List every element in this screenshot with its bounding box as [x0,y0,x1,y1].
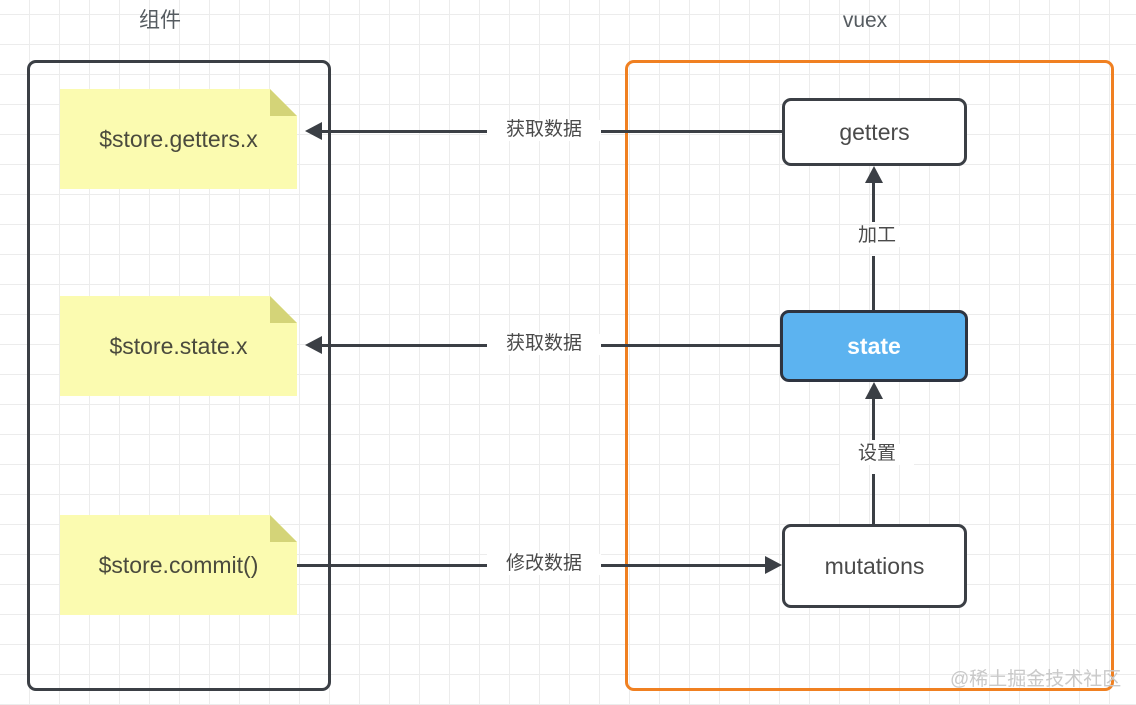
caption-vuex: vuex [842,9,888,32]
vuex-container [625,60,1114,691]
note-fold-corner-icon [270,89,297,116]
edge-process-line-upper [872,183,875,222]
edge-set-line-upper [872,399,875,440]
note-body: $store.state.x [60,296,297,396]
edge-label-process: 加工 [840,225,914,247]
note-body: $store.getters.x [60,89,297,189]
edge-label-set: 设置 [840,443,914,465]
edge-label-state: 获取数据 [487,333,601,355]
edge-state-arrowhead-icon [305,336,322,354]
edge-process-line-lower [872,256,875,310]
edge-getters-arrowhead-icon [305,122,322,140]
node-label: mutations [824,552,925,579]
edge-label-getters: 获取数据 [487,119,601,141]
node-mutations[interactable]: mutations [782,524,967,608]
node-getters[interactable]: getters [782,98,967,166]
edge-commit-arrowhead-icon [765,556,782,574]
components-container [27,60,331,691]
note-store-getters[interactable]: $store.getters.x [60,89,297,189]
node-state[interactable]: state [780,310,968,382]
edge-set-arrowhead-icon [865,382,883,399]
caption-components: 组件 [139,9,181,32]
edge-process-arrowhead-icon [865,166,883,183]
note-store-commit[interactable]: $store.commit() [60,515,297,615]
note-label: $store.getters.x [99,125,258,152]
edge-set-line-lower [872,474,875,524]
note-fold-corner-icon [270,296,297,323]
note-body: $store.commit() [60,515,297,615]
note-label: $store.state.x [109,332,248,359]
note-label: $store.commit() [98,551,259,578]
node-label: getters [839,118,910,145]
edge-label-commit: 修改数据 [487,553,601,575]
node-label: state [847,332,901,359]
watermark: @稀土掘金技术社区 [950,669,1122,690]
note-store-state[interactable]: $store.state.x [60,296,297,396]
note-fold-corner-icon [270,515,297,542]
